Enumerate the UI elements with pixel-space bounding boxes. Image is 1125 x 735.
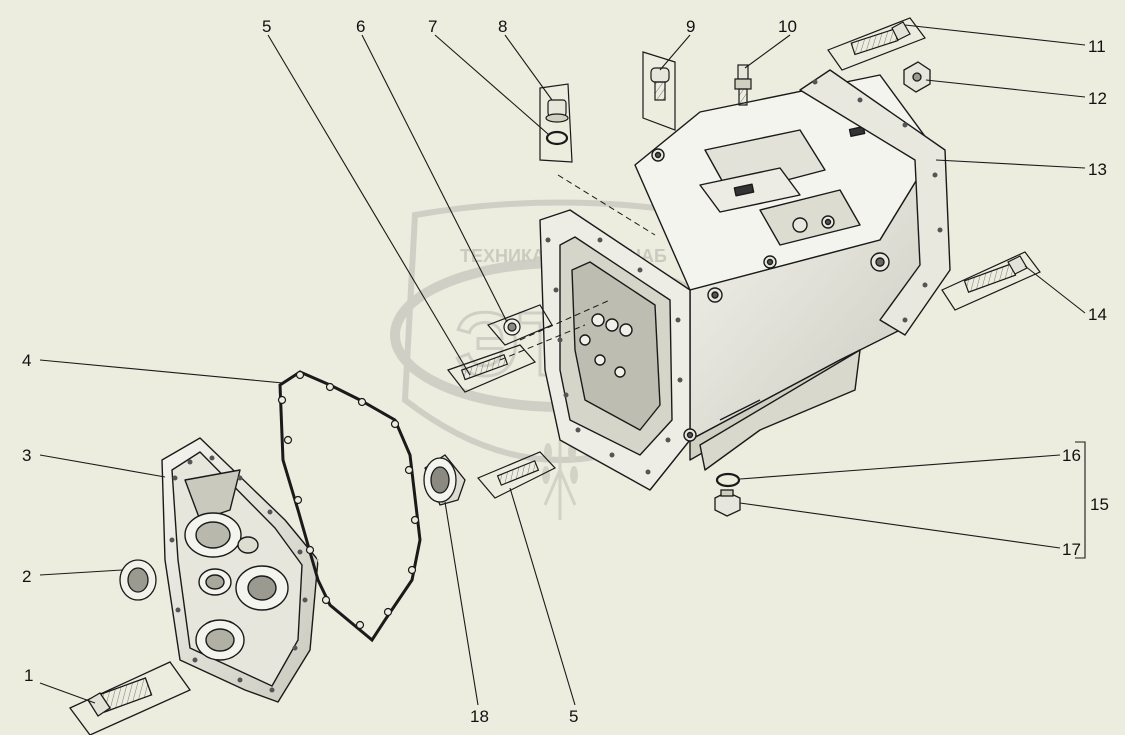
callout-17: 17 xyxy=(1062,540,1081,559)
callout-5-bottom: 5 xyxy=(569,707,578,726)
callout-5-top: 5 xyxy=(262,17,271,36)
callout-7: 7 xyxy=(428,17,437,36)
oil-seal xyxy=(119,559,157,601)
callout-12: 12 xyxy=(1088,89,1107,108)
callout-11: 11 xyxy=(1088,37,1106,56)
callout-labels: 1 2 3 4 5 5 6 7 8 9 10 11 12 13 14 15 16… xyxy=(22,17,1109,726)
callout-2: 2 xyxy=(22,567,31,586)
callout-4: 4 xyxy=(22,351,31,370)
bolt-14 xyxy=(941,251,1041,311)
callout-16: 16 xyxy=(1062,446,1081,465)
watermark-wheat-icon xyxy=(542,440,578,520)
callout-8: 8 xyxy=(498,17,507,36)
dowel-pin-lower xyxy=(477,451,556,499)
breather-10 xyxy=(734,64,752,106)
watermark-top-text: ТЕХНИКА xyxy=(460,246,545,266)
alignment-lines xyxy=(499,174,656,361)
callout-15: 15 xyxy=(1090,495,1109,514)
callout-14: 14 xyxy=(1088,305,1107,324)
dowel-pin-upper xyxy=(447,344,536,393)
washer-6 xyxy=(486,304,553,346)
leader-lines xyxy=(39,24,1086,706)
screw-9 xyxy=(642,51,676,131)
gearbox-housing xyxy=(539,69,951,491)
callout-3: 3 xyxy=(22,446,31,465)
nut-12 xyxy=(903,61,931,93)
callout-9: 9 xyxy=(686,17,695,36)
bearing xyxy=(423,454,466,506)
callout-1: 1 xyxy=(24,666,33,685)
callout-6: 6 xyxy=(356,17,365,36)
plug-17 xyxy=(714,489,741,517)
callout-13: 13 xyxy=(1088,160,1107,179)
callout-10: 10 xyxy=(778,17,797,36)
bolt-11 xyxy=(827,17,926,71)
gasket xyxy=(277,370,422,643)
plug-8 xyxy=(539,83,573,163)
front-cover xyxy=(161,437,319,703)
washer-16 xyxy=(715,472,741,488)
bolt-1 xyxy=(69,661,191,735)
callout-18: 18 xyxy=(470,707,489,726)
